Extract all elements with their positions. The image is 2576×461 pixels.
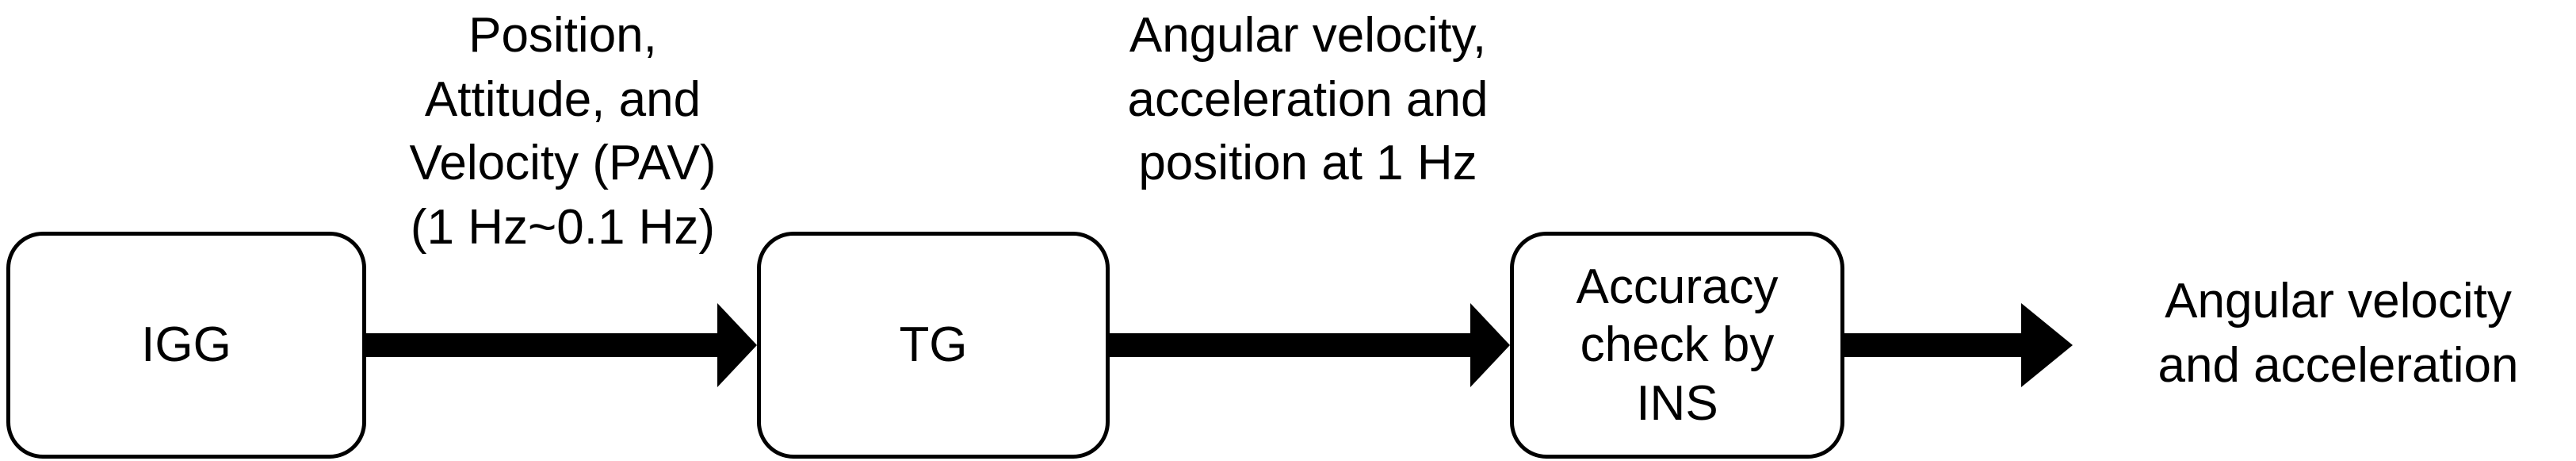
edge-label-final-output: Angular velocity and acceleration — [2157, 274, 2519, 393]
node-accuracy-check-label: Accuracy check by INS — [1576, 259, 1779, 431]
arrow-tg-to-ins — [1110, 303, 1510, 387]
node-accuracy-check: Accuracy check by INS — [1510, 232, 1844, 459]
node-tg: TG — [757, 232, 1110, 459]
node-tg-label: TG — [899, 317, 968, 373]
arrow-igg-to-tg — [366, 303, 757, 387]
edge-label-pav: Position, Attitude, and Velocity (PAV) (… — [409, 8, 717, 255]
node-igg: IGG — [6, 232, 366, 459]
node-igg-label: IGG — [141, 317, 231, 373]
edge-label-tg-output: Angular velocity, acceleration and posit… — [1127, 8, 1489, 191]
arrow-ins-output — [1844, 303, 2073, 387]
